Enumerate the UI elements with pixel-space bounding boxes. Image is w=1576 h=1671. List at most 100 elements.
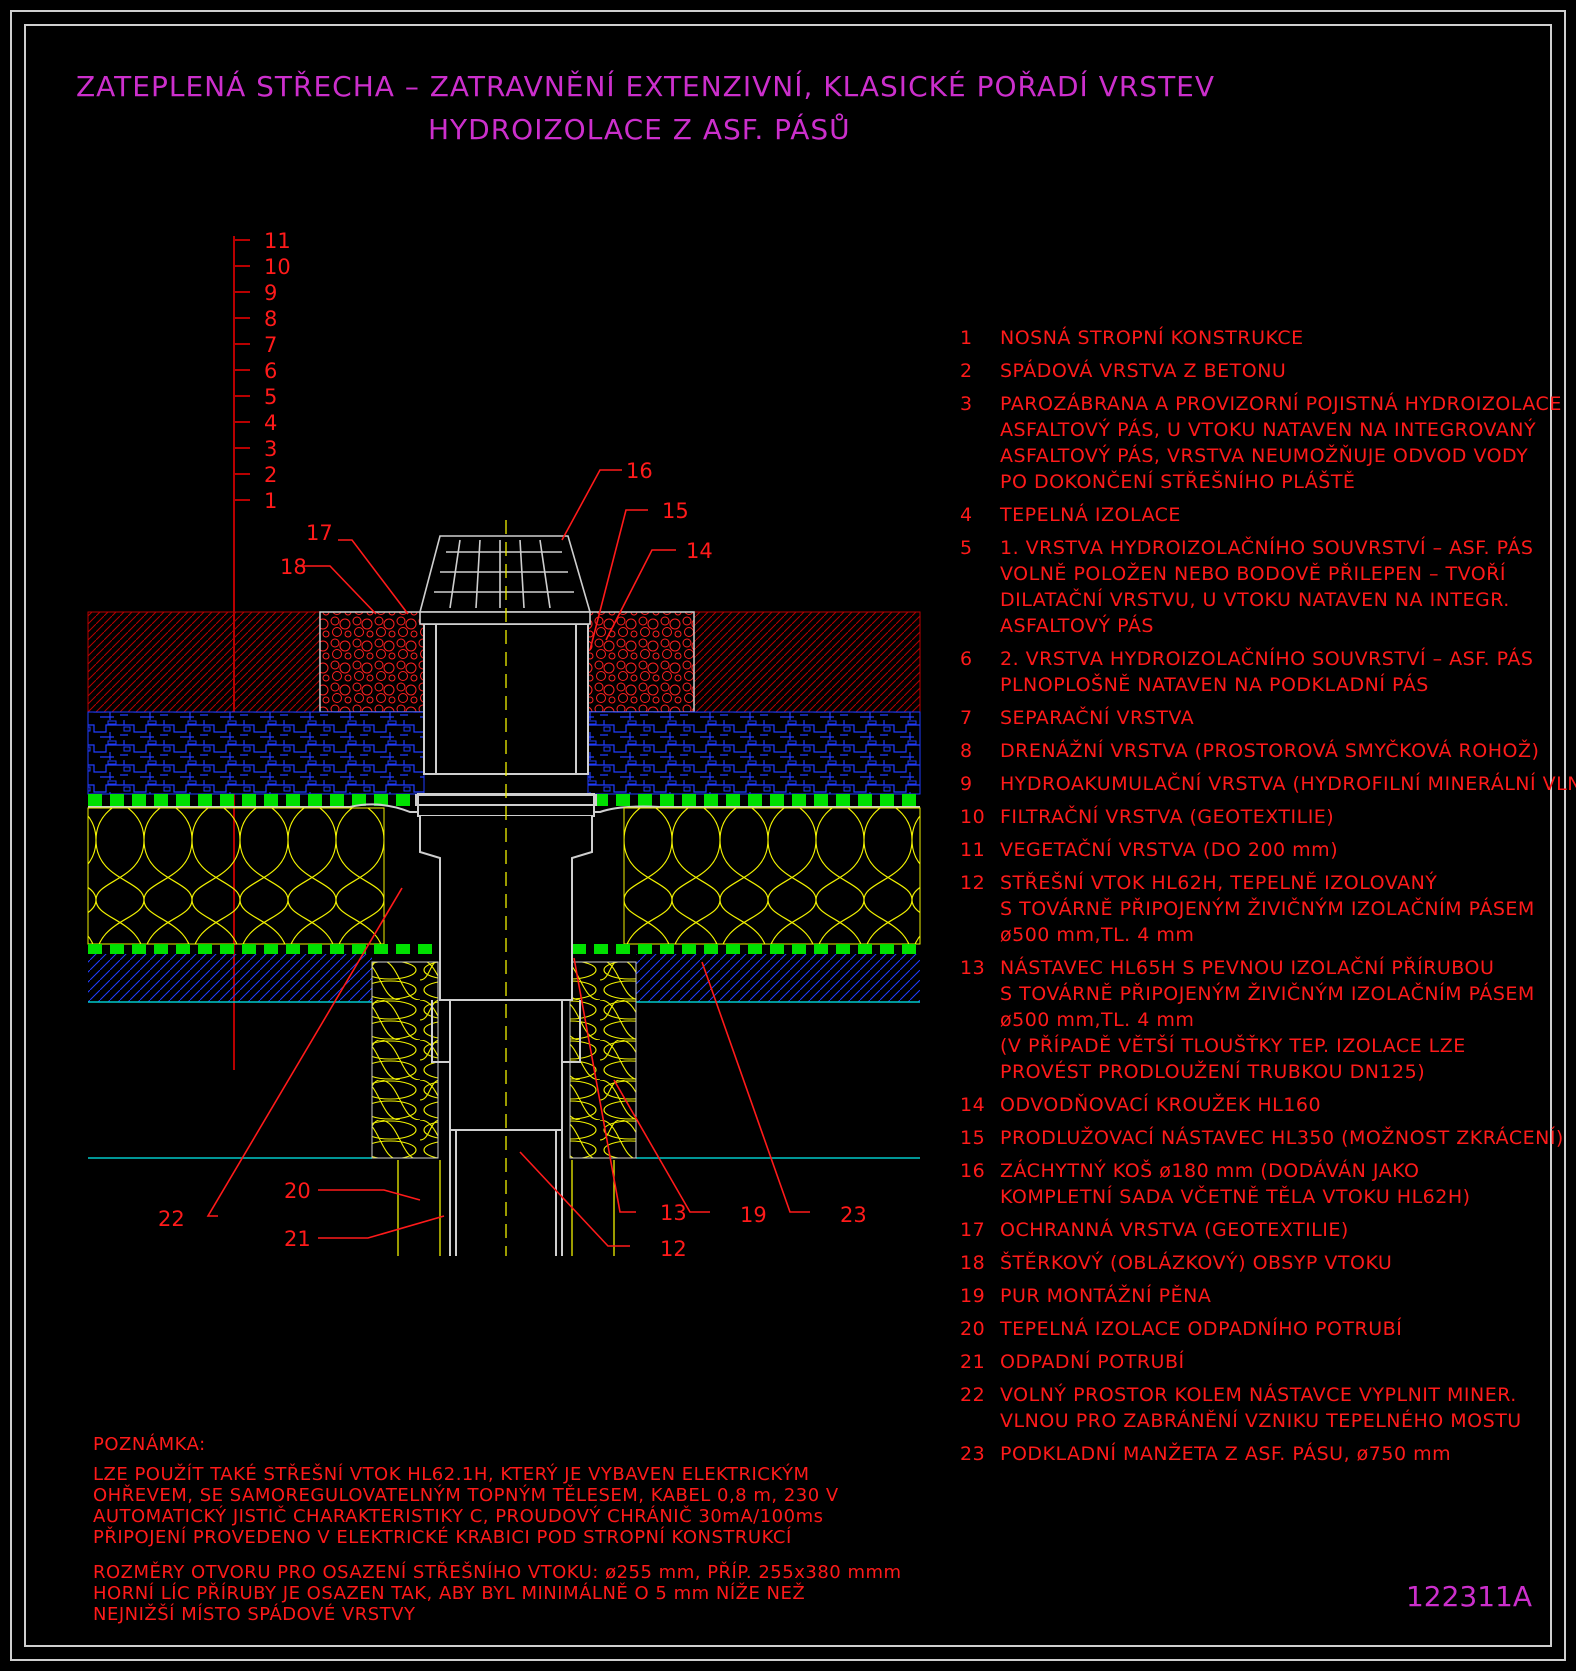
vegetation-layer-right (693, 611, 921, 713)
legend-text-line: SEPARAČNÍ VRSTVA (1000, 707, 1195, 729)
legend-text-line: ASFALTOVÝ PÁS (1000, 615, 1154, 637)
legend-number: 20 (960, 1318, 986, 1340)
legend-text: HYDROAKUMULAČNÍ VRSTVA (HYDROFILNÍ MINER… (1000, 771, 1576, 797)
legend-text-line: 1. VRSTVA HYDROIZOLAČNÍHO SOUVRSTVÍ – AS… (1000, 537, 1534, 559)
legend-text: TEPELNÁ IZOLACE ODPADNÍHO POTRUBÍ (1000, 1316, 1550, 1342)
gravel-surround-right (587, 611, 695, 713)
legend-number: 21 (960, 1351, 986, 1373)
note-line: HORNÍ LÍC PŘÍRUBY JE OSAZEN TAK, ABY BYL… (93, 1583, 806, 1604)
callout-20: 20 (284, 1179, 311, 1203)
layer-scale-label: 3 (264, 437, 277, 461)
layer-scale-label: 8 (264, 307, 277, 331)
legend-text-line: PUR MONTÁŽNÍ PĚNA (1000, 1285, 1212, 1307)
legend-number: 12 (960, 872, 986, 894)
legend-number: 11 (960, 839, 986, 861)
legend-text-line: PLNOPLOŠNĚ NATAVEN NA PODKLADNÍ PÁS (1000, 674, 1429, 696)
callout-17: 17 (306, 521, 333, 545)
note-line: OHŘEVEM, SE SAMOREGULOVATELNÝM TOPNÝM TĚ… (93, 1485, 839, 1506)
legend-text-line: KOMPLETNÍ SADA VČETNĚ TĚLA VTOKU HL62H) (1000, 1186, 1471, 1208)
legend-text: ŠTĚRKOVÝ (OBLÁZKOVÝ) OBSYP VTOKU (1000, 1250, 1550, 1276)
legend-number: 23 (960, 1443, 986, 1465)
outer-frame (10, 10, 1566, 1661)
legend-text: ODVODŇOVACÍ KROUŽEK HL160 (1000, 1092, 1550, 1118)
vegetation-layer-left (87, 611, 321, 713)
legend-item: 19 PUR MONTÁŽNÍ PĚNA (960, 1283, 1550, 1309)
legend-text-line: S TOVÁRNĚ PŘIPOJENÝM ŽIVIČNÝM IZOLAČNÍM … (1000, 983, 1535, 1005)
legend-text-line: DILATAČNÍ VRSTVU, U VTOKU NATAVEN NA INT… (1000, 589, 1510, 611)
note-line: ROZMĚRY OTVORU PRO OSAZENÍ STŘEŠNÍHO VTO… (93, 1562, 902, 1583)
note-line: NEJNIŽŠÍ MÍSTO SPÁDOVÉ VRSTVY (93, 1604, 416, 1625)
callout-15: 15 (662, 499, 689, 523)
legend-number: 3 (960, 393, 973, 415)
sloped-concrete-left (88, 954, 372, 1002)
callout-14: 14 (686, 539, 713, 563)
legend-text: PODKLADNÍ MANŽETA Z ASF. PÁSU, ø750 mm (1000, 1441, 1550, 1467)
layer-scale-label: 7 (264, 333, 277, 357)
legend-text-line: 2. VRSTVA HYDROIZOLAČNÍHO SOUVRSTVÍ – AS… (1000, 648, 1534, 670)
legend-text: OCHRANNÁ VRSTVA (GEOTEXTILIE) (1000, 1217, 1550, 1243)
legend-text-line: VOLNĚ POLOŽEN NEBO BODOVĚ PŘILEPEN – TVO… (1000, 563, 1507, 585)
legend-text-line: VOLNÝ PROSTOR KOLEM NÁSTAVCE VYPLNIT MIN… (1000, 1384, 1517, 1406)
layer-scale-label: 9 (264, 281, 277, 305)
legend-text: NÁSTAVEC HL65H S PEVNOU IZOLAČNÍ PŘÍRUBO… (1000, 955, 1550, 1085)
legend-text-line: ODVODŇOVACÍ KROUŽEK HL160 (1000, 1094, 1322, 1116)
legend-number: 8 (960, 740, 973, 762)
note-heading: POZNÁMKA: (93, 1434, 206, 1455)
thermal-insulation-left (87, 807, 385, 945)
legend-number: 6 (960, 648, 973, 670)
legend-number: 13 (960, 957, 986, 979)
layer-scale-label: 5 (264, 385, 277, 409)
legend-text-line: ODPADNÍ POTRUBÍ (1000, 1351, 1185, 1373)
legend-item: 23 PODKLADNÍ MANŽETA Z ASF. PÁSU, ø750 mm (960, 1441, 1550, 1467)
note-paragraph-2: ROZMĚRY OTVORU PRO OSAZENÍ STŘEŠNÍHO VTO… (93, 1562, 902, 1625)
title-line-1: ZATEPLENÁ STŘECHA – ZATRAVNĚNÍ EXTENZIVN… (76, 70, 1216, 103)
legend-number: 1 (960, 327, 973, 349)
legend-item: 20 TEPELNÁ IZOLACE ODPADNÍHO POTRUBÍ (960, 1316, 1550, 1342)
legend-text: 1. VRSTVA HYDROIZOLAČNÍHO SOUVRSTVÍ – AS… (1000, 535, 1550, 639)
legend-text-line: PODKLADNÍ MANŽETA Z ASF. PÁSU, ø750 mm (1000, 1443, 1452, 1465)
legend-number: 9 (960, 773, 973, 795)
layer-scale-label: 4 (264, 411, 277, 435)
legend-text-line: TEPELNÁ IZOLACE ODPADNÍHO POTRUBÍ (1000, 1318, 1403, 1340)
callout-16: 16 (626, 459, 653, 483)
legend-text: PRODLUŽOVACÍ NÁSTAVEC HL350 (MOŽNOST ZKR… (1000, 1125, 1564, 1151)
legend-text-line: TEPELNÁ IZOLACE (1000, 504, 1181, 526)
sloped-concrete-right (636, 954, 920, 1002)
legend-text-line: ø500 mm,TL. 4 mm (1000, 924, 1195, 946)
legend-item: 5 1. VRSTVA HYDROIZOLAČNÍHO SOUVRSTVÍ – A… (960, 535, 1550, 639)
legend-number: 19 (960, 1285, 986, 1307)
layer-scale-label: 10 (264, 255, 291, 279)
legend-text: 2. VRSTVA HYDROIZOLAČNÍHO SOUVRSTVÍ – AS… (1000, 646, 1550, 698)
legend-text-line: PRODLUŽOVACÍ NÁSTAVEC HL350 (MOŽNOST ZKR… (1000, 1127, 1564, 1149)
legend-text-line: DRENÁŽNÍ VRSTVA (PROSTOROVÁ SMYČKOVÁ ROH… (1000, 740, 1540, 762)
drawing-code: 122311A (1405, 1580, 1532, 1613)
legend-text-line: OCHRANNÁ VRSTVA (GEOTEXTILIE) (1000, 1219, 1349, 1241)
legend-number: 16 (960, 1160, 986, 1182)
legend-text-line: STŘEŠNÍ VTOK HL62H, TEPELNĚ IZOLOVANÝ (1000, 872, 1438, 894)
legend-number: 5 (960, 537, 973, 559)
legend-text-line: ø500 mm,TL. 4 mm (1000, 1009, 1195, 1031)
callout-21: 21 (284, 1227, 311, 1251)
legend-text: ODPADNÍ POTRUBÍ (1000, 1349, 1550, 1375)
legend-number: 7 (960, 707, 973, 729)
layer-scale-label: 1 (264, 489, 277, 513)
legend-text-line: FILTRAČNÍ VRSTVA (GEOTEXTILIE) (1000, 806, 1335, 828)
layer-scale-label: 11 (264, 229, 291, 253)
inner-frame (24, 24, 1552, 1647)
legend-item: 7 SEPARAČNÍ VRSTVA (960, 705, 1550, 731)
legend-number: 14 (960, 1094, 986, 1116)
legend-text-line: ASFALTOVÝ PÁS, VRSTVA NEUMOŽŇUJE ODVOD V… (1000, 445, 1529, 467)
legend-text-line: (V PŘÍPADĚ VĚTŠÍ TLOUŠŤKY TEP. IZOLACE L… (1000, 1035, 1466, 1057)
legend-text: FILTRAČNÍ VRSTVA (GEOTEXTILIE) (1000, 804, 1550, 830)
